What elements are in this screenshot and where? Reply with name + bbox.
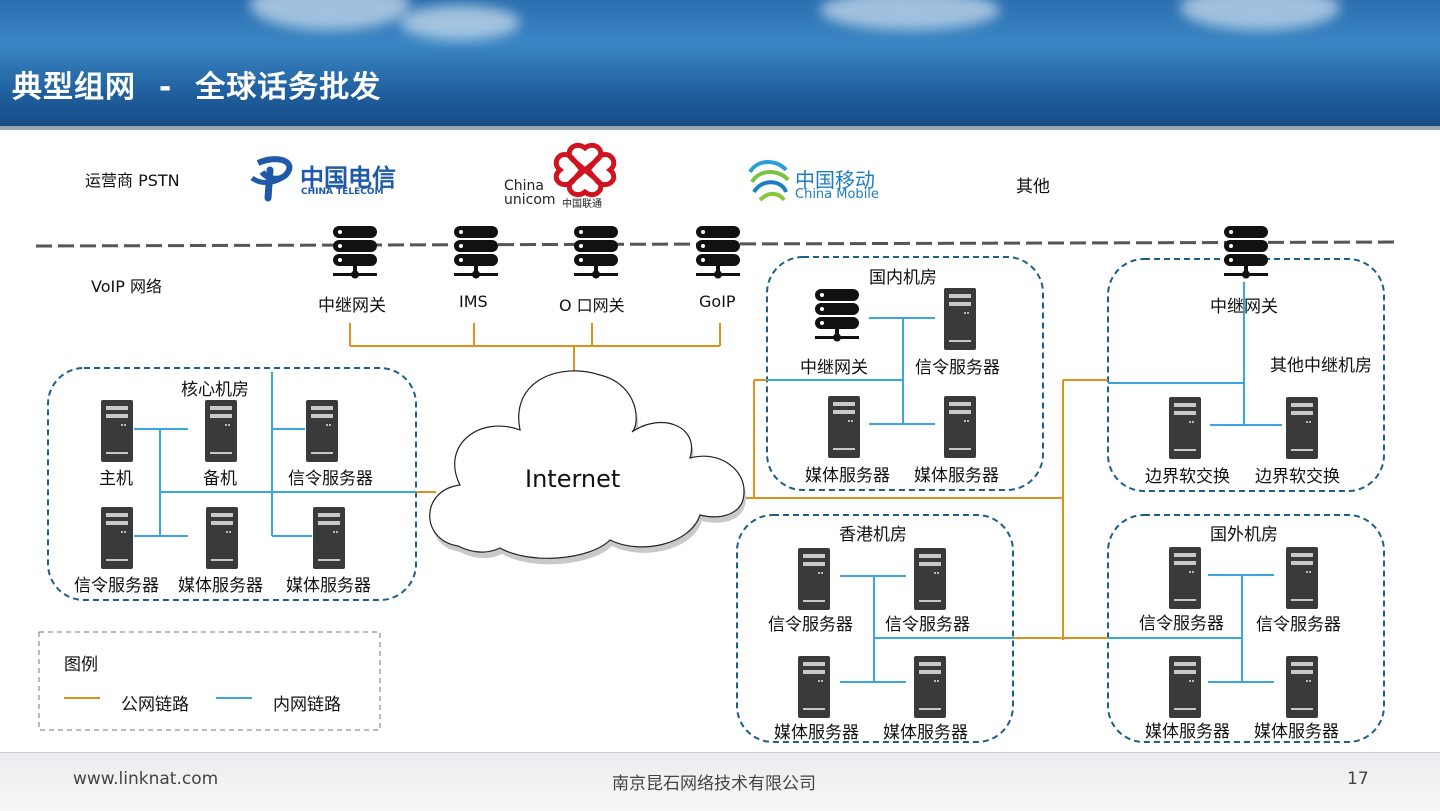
- tower-server-icon: [798, 656, 830, 718]
- sky-cloud: [400, 5, 520, 40]
- server-label: 媒体服务器: [178, 576, 263, 596]
- server-label: 中继网关: [800, 358, 868, 378]
- server-label: 主机: [99, 469, 133, 489]
- china-telecom-logo: [250, 156, 293, 202]
- other-carrier-label: 其他: [1016, 177, 1050, 197]
- core-room-title: 核心机房: [181, 380, 249, 400]
- public-links: [349, 323, 1108, 640]
- tower-server-icon: [1286, 547, 1318, 609]
- unicom-logo-en1: China: [504, 178, 544, 194]
- server-label: 媒体服务器: [286, 576, 371, 596]
- telecom-logo-en: CHINA TELECOM: [301, 187, 384, 197]
- server-label: 媒体服务器: [774, 723, 859, 743]
- gateway-server-icon: [454, 226, 498, 279]
- domestic-room-title: 国内机房: [869, 268, 937, 288]
- internet-label: Internet: [525, 465, 621, 493]
- mobile-logo-cn: 中国移动: [795, 168, 875, 192]
- private-links: [134, 282, 1282, 683]
- gateway-server-icon: [1224, 226, 1268, 279]
- tower-server-icon: [205, 400, 237, 462]
- tower-server-icon: [1169, 397, 1201, 459]
- china-mobile-logo: [748, 160, 790, 202]
- server-label: 媒体服务器: [1145, 722, 1230, 742]
- server-label: 媒体服务器: [914, 466, 999, 486]
- server-label: 信令服务器: [915, 358, 1000, 378]
- unicom-logo-cn: 中国联通: [562, 199, 602, 210]
- core-room-boundary: [47, 367, 417, 601]
- gateway-label: GoIP: [699, 292, 736, 311]
- server-label: 信令服务器: [1256, 615, 1341, 635]
- tower-server-icon: [101, 507, 133, 569]
- tower-server-icon: [1286, 656, 1318, 718]
- unicom-logo-en2: unicom: [504, 192, 556, 208]
- footer-company: 南京昆石网络技术有限公司: [612, 774, 816, 794]
- header-divider: [0, 126, 1440, 130]
- tower-server-icon: [306, 400, 338, 462]
- hk-room-title: 香港机房: [839, 525, 907, 545]
- gateway-label: IMS: [459, 292, 488, 311]
- foreign-room-title: 国外机房: [1210, 525, 1278, 545]
- tower-server-icon: [828, 396, 860, 458]
- domestic-room-boundary: [766, 256, 1044, 491]
- server-label: 边界软交换: [1145, 467, 1230, 487]
- tower-server-icon: [914, 656, 946, 718]
- foreign-room-boundary: [1107, 514, 1385, 743]
- tower-server-icon: [1169, 656, 1201, 718]
- china-unicom-logo: [553, 142, 617, 198]
- tower-server-icon: [798, 548, 830, 610]
- tower-server-icon: [944, 288, 976, 350]
- server-label: 媒体服务器: [883, 723, 968, 743]
- hk-room-boundary: [736, 514, 1014, 743]
- server-label: 中继网关: [1210, 297, 1278, 317]
- server-label: 信令服务器: [1139, 614, 1224, 634]
- server-label: 信令服务器: [288, 469, 373, 489]
- legend-public-label: 公网链路: [121, 695, 189, 715]
- slide-header: 典型组网 - 全球话务批发: [0, 0, 1440, 126]
- legend-title: 图例: [64, 655, 98, 675]
- page-title: 典型组网 - 全球话务批发: [12, 70, 382, 105]
- server-label: 信令服务器: [74, 576, 159, 596]
- server-label: 备机: [203, 469, 237, 489]
- other-trunk-room-title: 其他中继机房: [1270, 356, 1372, 376]
- server-label: 信令服务器: [885, 615, 970, 635]
- voip-layer-label: VoIP 网络: [91, 277, 162, 296]
- tower-server-icon: [313, 507, 345, 569]
- gateway-server-icon: [815, 289, 859, 342]
- tower-server-icon: [944, 396, 976, 458]
- legend-box: [38, 631, 381, 731]
- internet-cloud: [429, 370, 747, 565]
- tower-server-icon: [1169, 547, 1201, 609]
- telecom-logo-cn: 中国电信: [300, 163, 396, 192]
- gateway-label: O 口网关: [559, 296, 625, 315]
- footer-page-number: 17: [1347, 769, 1369, 789]
- slide-footer: www.linknat.com 南京昆石网络技术有限公司 17: [0, 752, 1440, 811]
- tower-server-icon: [1286, 397, 1318, 459]
- pstn-layer-label: 运营商 PSTN: [85, 171, 180, 190]
- gateway-label: 中继网关: [318, 296, 386, 316]
- mobile-logo-en: China Mobile: [795, 187, 879, 202]
- tower-server-icon: [101, 400, 133, 462]
- server-label: 边界软交换: [1255, 467, 1340, 487]
- server-label: 媒体服务器: [1254, 722, 1339, 742]
- server-label: 信令服务器: [768, 615, 853, 635]
- gateway-server-icon: [333, 226, 377, 279]
- gateway-server-icon: [574, 226, 618, 279]
- gateway-server-icon: [696, 226, 740, 279]
- legend-private-label: 内网链路: [273, 695, 341, 715]
- tower-server-icon: [206, 507, 238, 569]
- server-label: 媒体服务器: [805, 466, 890, 486]
- footer-website: www.linknat.com: [73, 769, 219, 789]
- tower-server-icon: [914, 548, 946, 610]
